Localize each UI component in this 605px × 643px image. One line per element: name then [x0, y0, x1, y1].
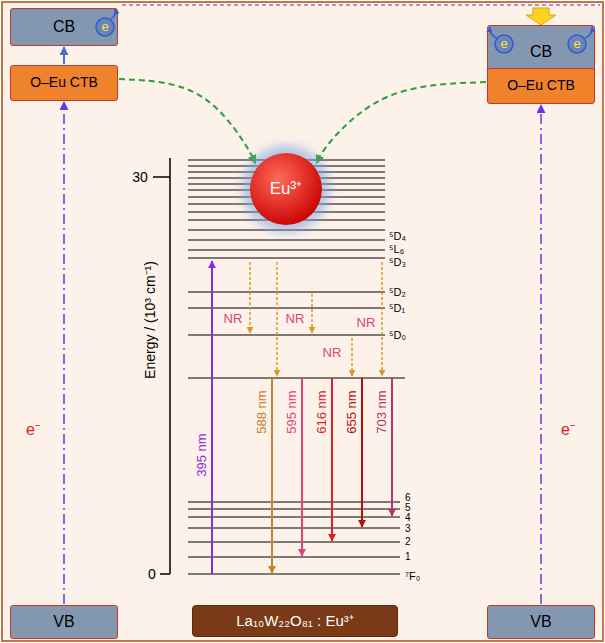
nr-arrows: [250, 262, 382, 376]
level-label: ⁵D₀: [389, 330, 406, 341]
yellow-block-arrow: [526, 8, 556, 25]
node-text: Eu³⁺: [270, 180, 302, 199]
wavelength-label: 616 nm: [315, 390, 328, 433]
energy-level: [188, 573, 400, 574]
excitation-arrow: [63, 102, 65, 604]
electron-disc: [495, 35, 513, 53]
level-label: 2: [405, 537, 411, 547]
emission-arrow: [271, 378, 273, 573]
energy-level: [188, 239, 385, 240]
node-text: e: [101, 20, 108, 34]
level-label: ⁵L₆: [389, 244, 404, 255]
emission-arrow: [391, 378, 393, 516]
nr-arrow: [311, 294, 313, 333]
node-text: e: [573, 37, 580, 51]
electron-label: e⁻: [26, 422, 40, 438]
node-text: e: [500, 37, 507, 51]
nr-arrow: [276, 262, 278, 376]
emission-arrow: [331, 378, 333, 541]
level-label: ⁵D₂: [389, 287, 406, 298]
level-label: 1: [405, 552, 411, 562]
electron-disc: [568, 35, 586, 53]
nr-arrow: [381, 262, 383, 376]
level-label: 6: [405, 493, 411, 503]
ion-disc: [250, 153, 322, 225]
electron-disc: [96, 18, 114, 36]
valence-band-box: VB: [10, 605, 118, 639]
electron-circle: e: [494, 34, 514, 54]
energy-level: [188, 508, 400, 509]
excitation-arrow: [540, 105, 542, 604]
level-label: 3: [405, 524, 411, 534]
axis-title: Energy / (10³ cm⁻¹): [143, 261, 157, 379]
level-label: 5: [405, 503, 411, 513]
emission-arrow: [361, 378, 363, 527]
node-text: O–Eu CTB: [30, 75, 98, 90]
energy-transfer-arrow: [317, 82, 486, 163]
wavelength-label: 703 nm: [375, 390, 388, 433]
axis-tick: [160, 573, 170, 575]
valence-band-box: VB: [487, 605, 595, 639]
nr-label: NR: [286, 312, 305, 325]
wavelength-label: 595 nm: [285, 390, 298, 433]
energy-level: [188, 334, 385, 335]
energy-axis: [169, 158, 171, 574]
energy-level: [188, 291, 385, 292]
energy-level: [188, 516, 400, 517]
energy-level: [188, 556, 400, 557]
nr-label: NR: [357, 316, 376, 329]
level-label: 4: [405, 513, 411, 523]
emission-arrow: [301, 378, 303, 556]
dashed-top-line: [122, 4, 600, 5]
nr-arrow: [351, 338, 353, 376]
electron-label: e⁻: [561, 422, 575, 438]
node-text: CB: [53, 18, 75, 36]
electron-circle: e: [567, 34, 587, 54]
wavelength-label: 588 nm: [255, 390, 268, 433]
energy-level: [188, 257, 385, 258]
excitation-arrow: [211, 261, 213, 574]
excitation-arrow: [63, 47, 65, 64]
conduction-band-box: CB e: [10, 8, 118, 46]
level-label: ⁵D₄: [389, 231, 406, 242]
axis-tick-label: 0: [148, 567, 156, 581]
host-formula-box: La₁₀W₂₂O₈₁ : Eu³⁺: [192, 605, 398, 637]
level-label: ⁵D₃: [389, 257, 406, 268]
axis-tick: [153, 176, 170, 178]
wavelength-label: 395 nm: [195, 433, 208, 476]
emitting-level: [188, 377, 405, 378]
ground-levels: [188, 502, 400, 574]
level-label: ⁵D₁: [389, 303, 405, 314]
nr-label: NR: [224, 312, 243, 325]
wavelength-label: 655 nm: [345, 390, 358, 433]
node-text: VB: [530, 613, 551, 631]
node-text: O–Eu CTB: [507, 78, 575, 93]
level-bundle: [188, 160, 405, 378]
level-label: ⁷F₀: [405, 571, 420, 582]
energy-level: [188, 527, 400, 528]
energy-level: [188, 249, 385, 250]
nr-arrow: [249, 262, 251, 333]
energy-level: [188, 501, 400, 502]
energy-level: [188, 541, 400, 542]
europium-ion-circle: Eu³⁺: [249, 152, 323, 226]
charge-transfer-band-box: O–Eu CTB: [487, 68, 595, 104]
node-text: La₁₀W₂₂O₈₁ : Eu³⁺: [236, 613, 354, 630]
energy-level: [188, 307, 385, 308]
ion-glow: [242, 145, 330, 233]
energy-transfer-arrow: [119, 79, 255, 163]
node-text: CB: [530, 43, 552, 61]
charge-transfer-band-box: O–Eu CTB: [10, 65, 118, 101]
node-text: VB: [53, 613, 74, 631]
axis-tick-label: 30: [132, 170, 148, 184]
electron-circle: e: [95, 17, 115, 37]
nr-label: NR: [323, 346, 342, 359]
